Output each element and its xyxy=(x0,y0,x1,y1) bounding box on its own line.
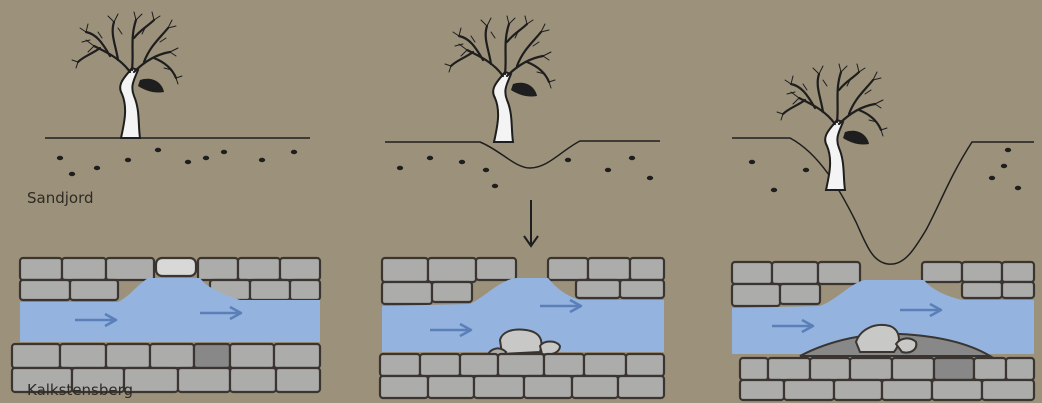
bedrock-label: Kalkstensberg xyxy=(27,381,133,399)
tree-icon xyxy=(777,64,887,190)
soil-pebbles xyxy=(749,148,1021,192)
soil-label: Sandjord xyxy=(27,189,94,207)
soil-pebbles xyxy=(397,156,653,188)
bedrock-bottom xyxy=(380,354,664,398)
panel-sinkhole xyxy=(732,64,1034,400)
panel-subsidence xyxy=(380,16,664,398)
arrow-down-icon xyxy=(524,200,538,246)
sinkhole-outline xyxy=(732,138,1034,264)
bedrock-bottom xyxy=(740,358,1034,400)
tree-icon xyxy=(72,12,182,138)
soil-pebbles xyxy=(57,148,297,176)
tree-icon xyxy=(445,16,555,142)
